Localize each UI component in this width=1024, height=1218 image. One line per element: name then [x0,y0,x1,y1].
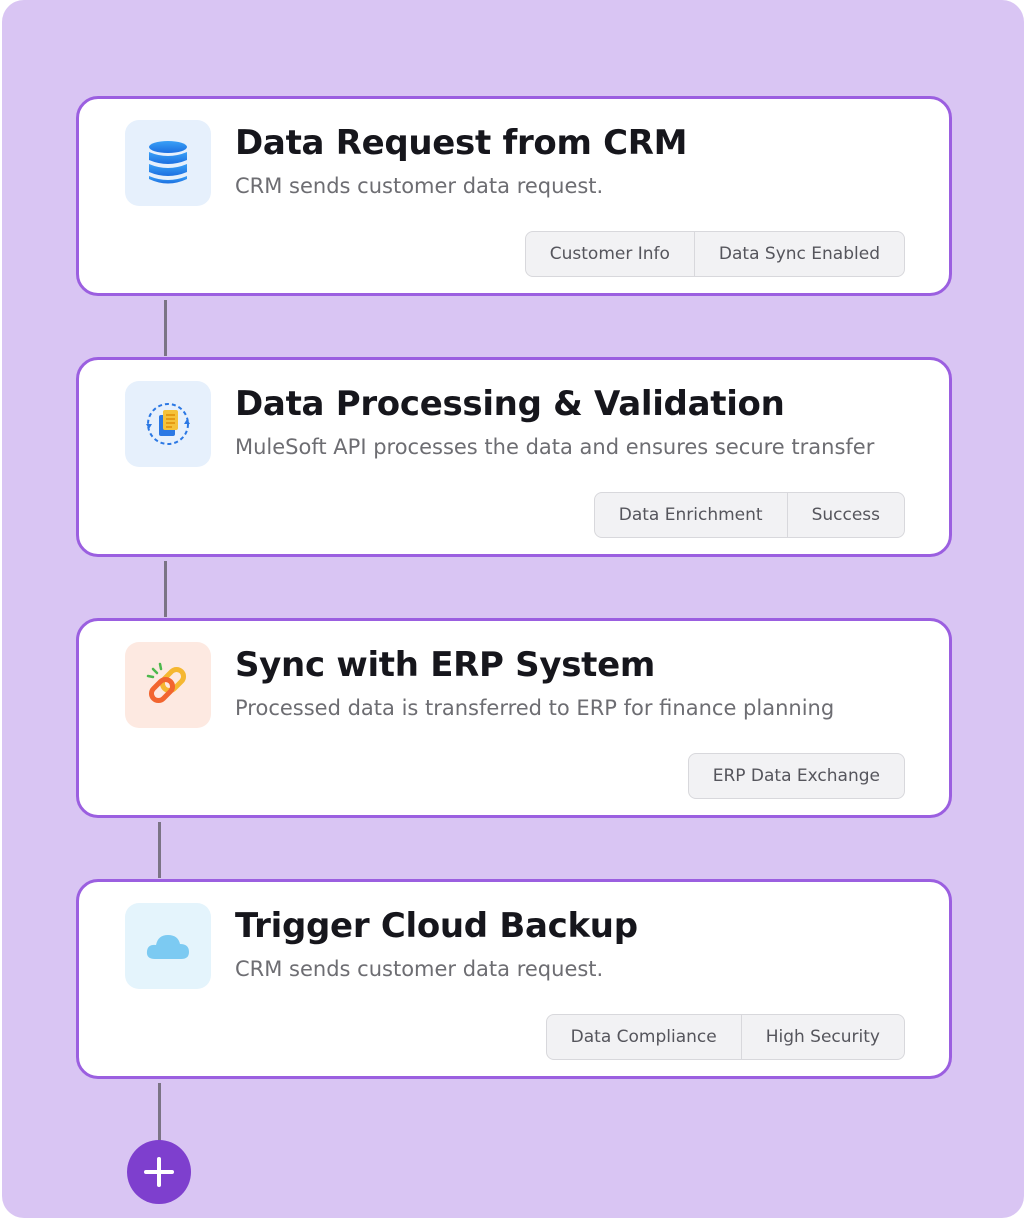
icon-tile [125,120,211,206]
cloud-icon [146,935,189,959]
tag-group: Data Compliance High Security [545,1014,905,1060]
tag-group: Customer Info Data Sync Enabled [524,231,905,277]
icon-tile [125,903,211,989]
tag[interactable]: ERP Data Exchange [712,766,880,786]
link-icon [146,662,187,704]
step-card-data-request[interactable]: Data Request from CRM CRM sends customer… [76,96,952,296]
step-description: CRM sends customer data request. [235,957,604,981]
tag[interactable]: Data Sync Enabled [693,232,904,276]
step-description: CRM sends customer data request. [235,174,604,198]
tag[interactable]: Data Enrichment [618,505,763,525]
tag[interactable]: Success [786,493,904,537]
step-description: Processed data is transferred to ERP for… [235,696,835,720]
step-card-data-processing[interactable]: Data Processing & Validation MuleSoft AP… [76,357,952,557]
connector-line [164,300,167,356]
connector-line [164,561,167,617]
step-title: Data Request from CRM [235,123,688,163]
database-icon [149,141,187,184]
tag-group: ERP Data Exchange [687,753,905,799]
tag-group: Data Enrichment Success [593,492,905,538]
document-sync-icon [146,403,190,445]
tag[interactable]: High Security [740,1015,904,1059]
step-title: Trigger Cloud Backup [235,906,638,946]
tag[interactable]: Customer Info [549,244,670,264]
step-description: MuleSoft API processes the data and ensu… [235,435,875,459]
step-card-cloud-backup[interactable]: Trigger Cloud Backup CRM sends customer … [76,879,952,1079]
step-title: Data Processing & Validation [235,384,785,424]
icon-tile [125,381,211,467]
connector-line [158,1083,161,1143]
connector-line [158,822,161,878]
tag[interactable]: Data Compliance [570,1027,717,1047]
step-title: Sync with ERP System [235,645,655,685]
plus-icon [144,1157,174,1187]
step-card-erp-sync[interactable]: Sync with ERP System Processed data is t… [76,618,952,818]
icon-tile [125,642,211,728]
add-step-button[interactable] [127,1140,191,1204]
